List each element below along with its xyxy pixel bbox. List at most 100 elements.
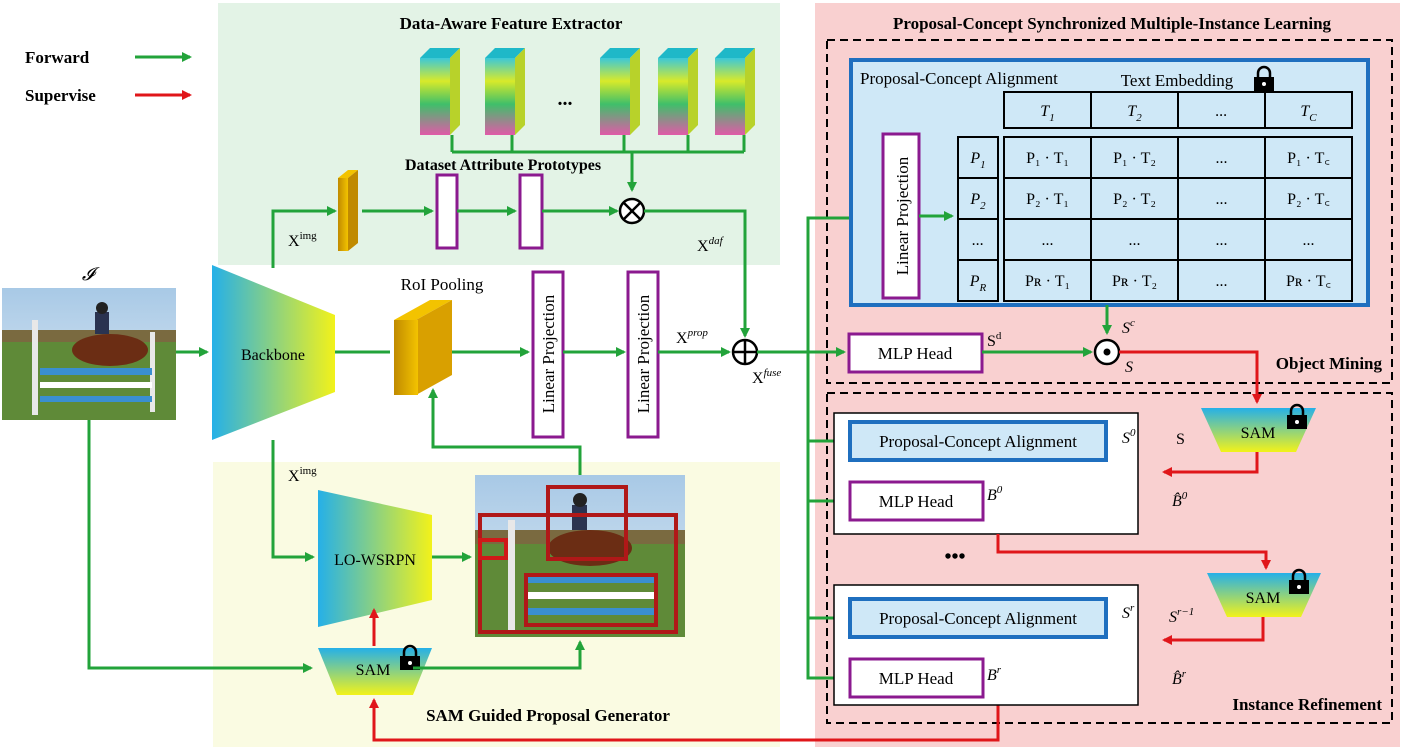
- instance-refinement-panel: [826, 392, 1393, 724]
- b-0-label: B0: [987, 484, 1003, 504]
- roi-projection-1-label: Linear Projection: [539, 294, 558, 413]
- table-cell-text: ...: [1303, 232, 1315, 249]
- mlp-head-stage-r-label: MLP Head: [879, 669, 954, 688]
- sam-refine-label: SAM: [1246, 590, 1281, 607]
- img-to-lowsrpn-arrow: [271, 440, 315, 562]
- sam-mining-label: SAM: [1241, 425, 1276, 442]
- table-cell-text: Pʀ · T₁: [1025, 273, 1070, 290]
- img-projection-2: [518, 173, 544, 250]
- mlp-head-stage-0-label: MLP Head: [879, 492, 954, 511]
- backbone-label: Backbone: [241, 347, 305, 364]
- alignment-title: Proposal-Concept Alignment: [860, 69, 1058, 88]
- proposal-generator-title: SAM Guided Proposal Generator: [426, 706, 670, 725]
- s-r-minus-1-label: Sr−1: [1169, 606, 1194, 626]
- sam-to-proposals-arrow: [413, 640, 585, 670]
- stages-ellipsis: •••: [944, 546, 965, 568]
- prototypes-title: Dataset Attribute Prototypes: [405, 157, 601, 174]
- mlp-head-stage-0: [848, 480, 985, 522]
- image-to-sam-arrow: [87, 420, 313, 673]
- proposals-image: [475, 475, 685, 637]
- s-plain-label: S: [1176, 431, 1185, 448]
- daf-arrow: [644, 209, 750, 338]
- sam-to-stage0-arrow: [1162, 452, 1259, 477]
- alignment-stage-r: [848, 597, 1108, 639]
- roi-projection-2-label: Linear Projection: [634, 294, 653, 413]
- refinement-to-sam-arrow: [369, 698, 1000, 742]
- sam-mining-lock-icon: [1287, 403, 1307, 429]
- b-r-label: Br: [987, 664, 1002, 684]
- table-row-label-cell: [957, 136, 999, 179]
- bhat-r-label: B̂r: [1172, 668, 1187, 688]
- roi-pooling-label: RoI Pooling: [401, 275, 484, 294]
- sam-proposal-label: SAM: [356, 662, 391, 679]
- s-0-label: S0: [1122, 427, 1136, 447]
- object-mining-title: Object Mining: [1276, 354, 1383, 373]
- x-prop-label: Xprop: [676, 327, 708, 347]
- bhat-0-label: B̂0: [1172, 490, 1188, 510]
- alignment-stage-0-label: Proposal-Concept Alignment: [879, 432, 1077, 451]
- table-row-label-text: P1: [969, 150, 985, 171]
- input-image: [2, 288, 176, 420]
- text-embedding-lock-icon: [1254, 65, 1274, 91]
- table-cell: [1177, 218, 1266, 261]
- pcsmil-title: Proposal-Concept Synchronized Multiple-I…: [893, 14, 1332, 33]
- roi-pooling-block: [394, 300, 452, 395]
- instance-refinement-title: Instance Refinement: [1232, 695, 1382, 714]
- mlp-head-mining: [847, 332, 984, 374]
- roi-projection-2: [626, 270, 660, 439]
- table-row-label-text: ...: [972, 232, 984, 249]
- add-symbol: [731, 338, 759, 366]
- table-cell-text: P₂ · T꜀: [1287, 191, 1330, 208]
- table-row-label-cell: [957, 218, 999, 261]
- x-daf-label: Xdaf: [697, 235, 725, 255]
- x-img-label: Ximg: [288, 230, 317, 250]
- table-cell-text: ...: [1129, 232, 1141, 249]
- x-fuse-label: Xfuse: [752, 367, 781, 387]
- mlp-head-mining-label: MLP Head: [878, 344, 953, 363]
- lo-wsrpn-block: [318, 490, 432, 627]
- table-cell: [1177, 177, 1266, 220]
- table-cell-text: P₂ · T₂: [1113, 191, 1156, 208]
- table-cell-text: Pʀ · T₂: [1112, 273, 1157, 290]
- mining-to-sam-arrow: [1119, 350, 1262, 404]
- s-c-label: Sc: [1122, 317, 1135, 337]
- s-label: S: [1125, 359, 1133, 376]
- table-cell-text: P₁ · T₁: [1026, 150, 1069, 167]
- s-d-label: Sd: [987, 330, 1002, 350]
- table-header-cell: [1177, 91, 1266, 129]
- table-cell: [1264, 218, 1353, 261]
- table-cell: [1264, 259, 1353, 302]
- text-embedding-title: Text Embedding: [1121, 71, 1234, 90]
- multiply-symbol: [618, 197, 646, 225]
- table-header-cell: [1264, 91, 1353, 129]
- proposals-to-roi-arrow: [428, 388, 582, 475]
- x-img-label-2: Ximg: [288, 465, 317, 485]
- table-cell-text: P₁ · T꜀: [1287, 150, 1330, 167]
- table-header-text: TC: [1300, 103, 1317, 124]
- table-cell: [1003, 177, 1092, 220]
- feature-extractor-title: Data-Aware Feature Extractor: [400, 14, 623, 33]
- table-header-text: T2: [1127, 103, 1142, 124]
- alignment-linear-projection-label: Linear Projection: [893, 156, 912, 275]
- table-cell-text: ...: [1216, 191, 1228, 208]
- table-row-label-text: PR: [969, 273, 987, 294]
- table-row-label-cell: [957, 259, 999, 302]
- table-cell: [1264, 177, 1353, 220]
- table-cell-text: ...: [1216, 232, 1228, 249]
- table-row-label-cell: [957, 177, 999, 220]
- img-projection-1: [435, 173, 459, 250]
- table-header-text: T1: [1040, 103, 1054, 124]
- img-feature-block: [338, 170, 358, 251]
- table-cell-text: Pʀ · T꜀: [1286, 273, 1331, 290]
- table-row-label-text: P2: [969, 191, 986, 212]
- table-cell-text: P₁ · T₂: [1113, 150, 1156, 167]
- backbone-block: [212, 265, 335, 440]
- table-cell-text: ...: [1216, 150, 1228, 167]
- table-cell: [1003, 259, 1092, 302]
- similarity-table: T1 T2... TC P1 P₁ · T₁ P₁ · T₂... P₁ · T꜀ P2 P₂ …: [957, 91, 1353, 302]
- hadamard-symbol: [1093, 338, 1121, 366]
- object-mining-panel: [826, 39, 1393, 384]
- sam-to-stager-arrow: [1162, 617, 1265, 645]
- input-image-symbol: 𝓘: [82, 264, 100, 284]
- mlp-head-stage-r: [848, 657, 985, 699]
